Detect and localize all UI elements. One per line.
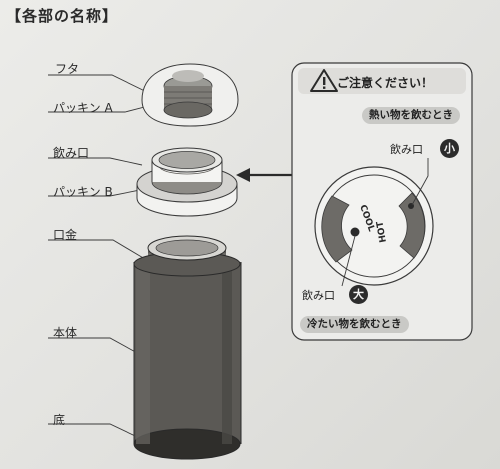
label-lid: フタ: [55, 62, 80, 76]
small-opening-label: 飲み口: [390, 143, 423, 156]
large-opening-label: 飲み口: [302, 289, 335, 302]
leader-large-opening: [341, 235, 356, 287]
large-badge: 大: [349, 285, 368, 304]
cold-instruction-pill: 冷たい物を飲むとき: [300, 316, 409, 333]
spout-illustration: [136, 147, 238, 217]
caution-header: [298, 68, 466, 94]
bottle-body-illustration: [133, 235, 242, 460]
leader-lid: [48, 74, 154, 96]
pointer-arrow: [236, 168, 292, 182]
leader-mouth-ring: [48, 239, 151, 263]
hot-marking: HOT: [375, 220, 389, 244]
lid-illustration: [141, 63, 239, 127]
spout-top-view: COOL HOT: [314, 166, 434, 286]
label-mouth-ring: 口金: [53, 228, 78, 242]
warning-triangle-icon: [310, 69, 338, 92]
section-title: 【各部の名称】: [6, 7, 119, 25]
label-packing-b: パッキン B: [53, 185, 113, 199]
label-spout: 飲み口: [53, 146, 90, 160]
leader-small-opening: [411, 158, 429, 206]
label-packing-a: パッキン A: [53, 101, 113, 115]
hot-instruction-pill: 熱い物を飲むとき: [362, 107, 460, 124]
label-bottom: 底: [53, 413, 66, 427]
leader-spout: [48, 157, 143, 166]
small-badge: 小: [440, 139, 459, 158]
caution-title: ご注意ください！: [337, 76, 434, 90]
label-body: 本体: [53, 326, 78, 340]
